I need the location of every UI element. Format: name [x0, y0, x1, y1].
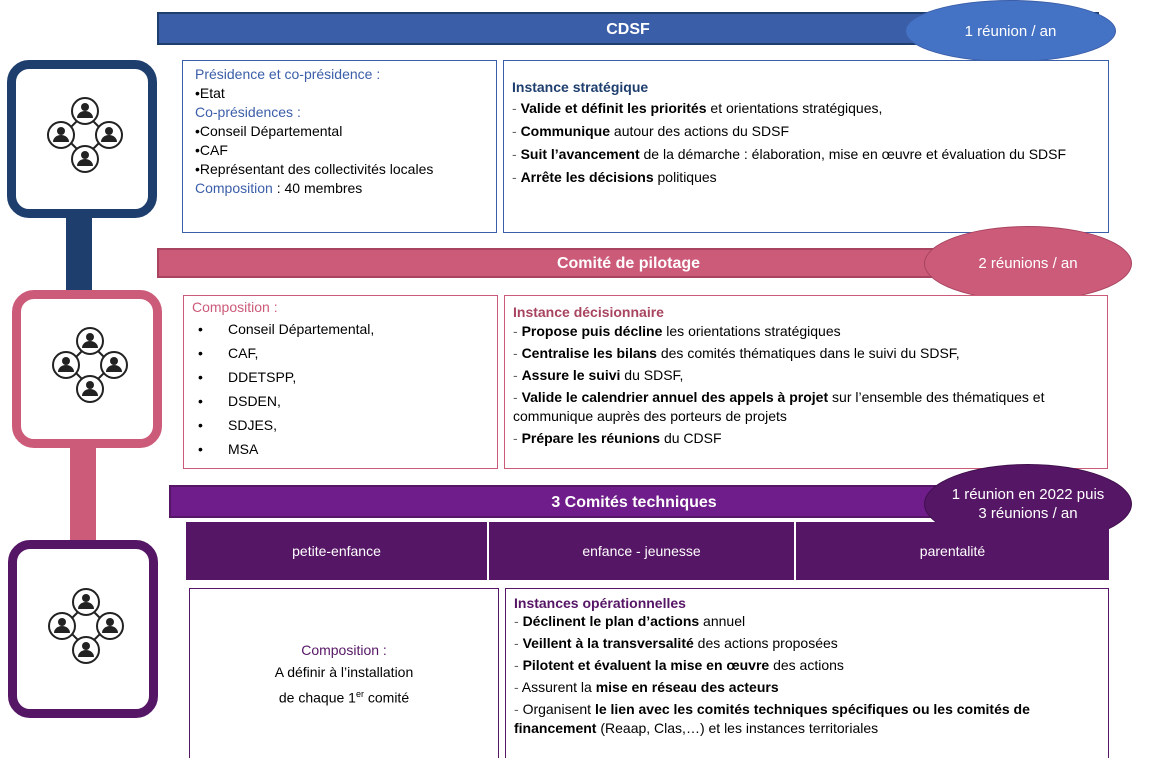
cdsf-role-item: - Communique autour des actions du SDSF — [512, 123, 790, 139]
copil-title: Comité de pilotage — [556, 255, 701, 272]
copresidency-item: •Conseil Départemental — [195, 123, 343, 139]
cotech-composition-line2: de chaque 1er comité — [278, 689, 410, 706]
copil-role-heading: Instance décisionnaire — [513, 304, 664, 320]
copil-role-item: - Assure le suivi du SDSF, — [513, 367, 684, 383]
people-network-icon — [52, 327, 128, 403]
chain-link-pink — [70, 430, 96, 560]
cdsf-role-item: - Suit l’avancement de la démarche : éla… — [512, 146, 1067, 162]
copil-frequency-badge: 2 réunions / an — [924, 226, 1132, 301]
cotech-icon-frame — [8, 540, 158, 718]
cdsf-composition-box: Présidence et co-présidence : •Etat Co-p… — [182, 60, 497, 233]
cotech-composition-label: Composition : — [301, 642, 387, 658]
cotech-composition-line1: A définir à l’installation — [274, 664, 414, 680]
copil-member: •MSA — [198, 441, 259, 457]
cotech-composition-box: Composition : A définir à l’installation… — [189, 588, 499, 758]
cotech-role-item: - Organisent le lien avec les comités te… — [514, 701, 1030, 736]
tab-enfance-jeunesse: enfance - jeunesse — [489, 522, 794, 580]
cotech-role-item: - Veillent à la transversalité des actio… — [514, 635, 838, 651]
cotech-role-heading: Instances opérationnelles — [514, 595, 686, 611]
copil-icon-frame — [12, 290, 162, 448]
presidency-item: •Etat — [195, 85, 225, 101]
composition-line: Composition : 40 membres — [195, 179, 496, 198]
cotech-title: 3 Comités techniques — [551, 494, 717, 511]
people-network-icon — [47, 97, 123, 173]
copil-composition-label: Composition : — [192, 299, 278, 315]
copil-role-item: - Centralise les bilans des comités thém… — [513, 345, 960, 361]
copil-member: •DSDEN, — [198, 393, 281, 409]
copil-role-box: Instance décisionnaire - Propose puis dé… — [504, 295, 1108, 469]
cotech-role-box: Instances opérationnelles - Déclinent le… — [505, 588, 1109, 758]
presidency-label: Présidence et co-présidence : — [195, 66, 381, 82]
copresidency-item: •CAF — [195, 142, 228, 158]
cdsf-role-box: Instance stratégique - Valide et définit… — [503, 60, 1109, 233]
cotech-role-item: - Assurent la mise en réseau des acteurs — [514, 679, 779, 695]
copil-member: •SDJES, — [198, 417, 278, 433]
cdsf-title: CDSF — [606, 21, 650, 38]
copil-role-item: - Propose puis décline les orientations … — [513, 323, 841, 339]
cdsf-role-item: - Valide et définit les priorités et ori… — [512, 100, 883, 116]
copil-member: •Conseil Départemental, — [198, 321, 375, 337]
copil-role-item: - Prépare les réunions du CDSF — [513, 430, 722, 446]
people-network-icon — [48, 588, 124, 664]
copil-composition-box: Composition : •Conseil Départemental, •C… — [183, 295, 498, 469]
tab-petite-enfance: petite-enfance — [186, 522, 487, 580]
tab-parentalite: parentalité — [796, 522, 1109, 580]
composition-value: : 40 membres — [272, 180, 363, 196]
cotech-role-item: - Déclinent le plan d’actions annuel — [514, 613, 746, 629]
copresidency-item: •Représentant des collectivités locales — [195, 161, 434, 177]
copil-role-item: - Valide le calendrier annuel des appels… — [513, 389, 1045, 424]
copil-member: •CAF, — [198, 345, 259, 361]
cdsf-role-heading: Instance stratégique — [512, 79, 649, 95]
cdsf-icon-frame — [7, 60, 157, 218]
cdsf-role-item: - Arrête les décisions politiques — [512, 169, 717, 185]
cdsf-frequency-badge: 1 réunion / an — [905, 0, 1116, 62]
cotech-role-item: - Pilotent et évaluent la mise en œuvre … — [514, 657, 844, 673]
copil-member: •DDETSPP, — [198, 369, 297, 385]
composition-label: Composition — [195, 180, 273, 196]
copresidency-label: Co-présidences : — [195, 104, 301, 120]
